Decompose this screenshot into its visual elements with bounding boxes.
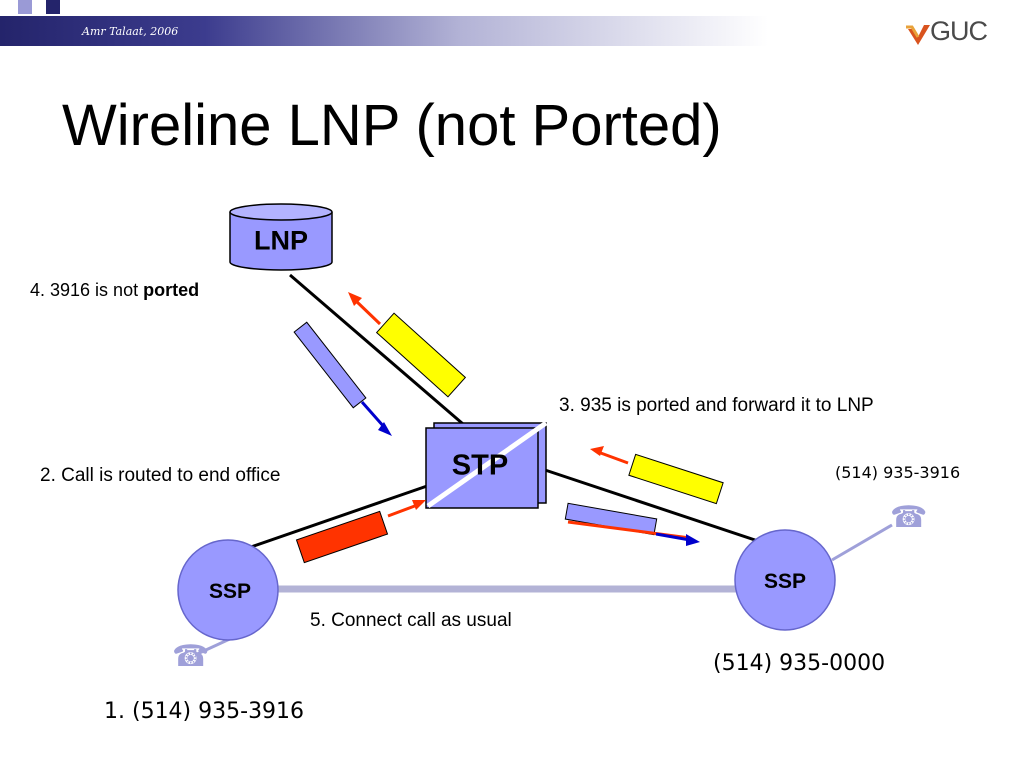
lnp-label: LNP xyxy=(254,225,308,256)
step-5-label: 5. Connect call as usual xyxy=(310,610,512,631)
called-number: (514) 935-3916 xyxy=(835,463,961,482)
lnp-database xyxy=(229,203,333,271)
message-yellow-to-stp xyxy=(590,446,724,505)
header-band xyxy=(0,16,1024,46)
stp-label: STP xyxy=(451,449,509,482)
calling-number: (514) 935-0000 xyxy=(713,651,886,676)
guc-logo-icon xyxy=(906,25,930,45)
telephone-icon: ☎ xyxy=(172,639,210,674)
link-stp-ssp-right xyxy=(544,468,771,547)
ssp-left-node xyxy=(177,539,279,641)
telephone-icon: ☎ xyxy=(890,500,928,535)
step-3-label: 3. 935 is ported and forward it to LNP xyxy=(559,395,874,416)
step-1-label: 1. (514) 935-3916 xyxy=(104,699,305,724)
message-yellow-to-lnp xyxy=(348,292,467,398)
step-4-text: 4. 3916 is not xyxy=(30,280,144,300)
ssp-right-label: SSP xyxy=(763,570,807,593)
stp-node xyxy=(425,420,548,509)
slide-title: Wireline LNP (not Ported) xyxy=(62,93,722,158)
guc-logo: GUC xyxy=(930,16,988,46)
ssp-right-node xyxy=(734,529,836,631)
ssp-left-label: SSP xyxy=(208,580,252,603)
step-4-label: 4. 3916 is not ported xyxy=(30,280,199,301)
link-lnp-stp xyxy=(289,273,471,432)
phone-line-right xyxy=(831,523,893,562)
message-blue-to-ssp xyxy=(564,502,700,546)
message-blue-from-lnp xyxy=(293,321,392,436)
step-2-label: 2. Call is routed to end office xyxy=(40,465,281,486)
author-credit: Amr Talaat, 2006 xyxy=(82,25,179,38)
step-4-bold: ported xyxy=(143,280,200,300)
message-red-to-stp xyxy=(295,500,426,564)
link-stp-ssp-left xyxy=(247,483,431,550)
